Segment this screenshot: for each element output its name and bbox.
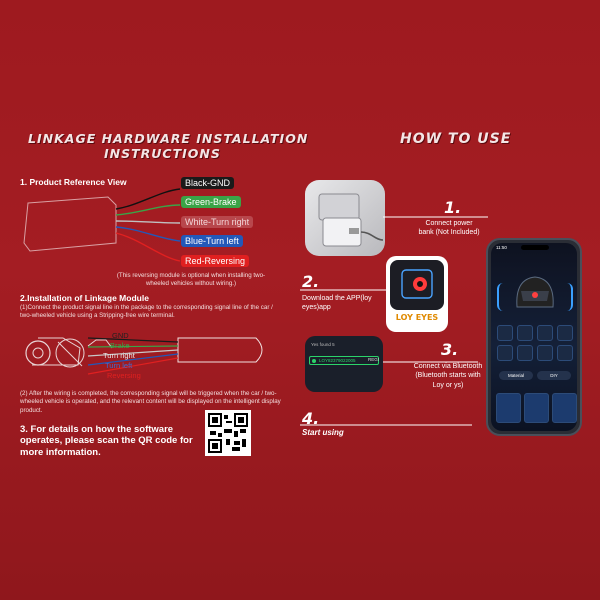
product-module-diagram [23, 188, 181, 262]
section2-heading: 2.Installation of Linkage Module [20, 293, 149, 303]
step3-connector [383, 361, 478, 363]
step1-connector [383, 216, 488, 218]
step3-text: Connect via Bluetooth (Bluetooth starts … [413, 363, 483, 389]
phone-bottom-card-2[interactable] [524, 393, 549, 423]
step4-number: 4. [302, 409, 320, 428]
section2-text: (1)Connect the product signal line in th… [20, 304, 273, 320]
step2-number: 2. [302, 272, 320, 291]
phone-tile-5[interactable] [497, 345, 513, 361]
diagram-label-turn-left: Turn left [105, 361, 133, 370]
left-title-line2: INSTRUCTIONS [104, 146, 221, 161]
step1-text: Connect power bank (Not Included) [418, 220, 480, 237]
app-name: LOY EYES [395, 313, 439, 322]
power-bank-icon [318, 193, 384, 247]
phone-tile-3[interactable] [537, 325, 553, 341]
wire-label-white: White-Turn right [181, 216, 254, 228]
phone-tile-8[interactable] [557, 345, 573, 361]
phone-tile-6[interactable] [517, 345, 533, 361]
phone-tile-7[interactable] [537, 345, 553, 361]
phone-gauge-left-icon [497, 283, 509, 311]
diagram-label-turn-right: Turn right [103, 351, 135, 360]
diagram-label-gnd: GND [112, 331, 129, 340]
phone-bottom-card-1[interactable] [496, 393, 521, 423]
left-title-line1: LINKAGE HARDWARE INSTALLATION [28, 131, 309, 146]
wire-label-blue: Blue-Turn left [181, 235, 243, 247]
wire-label-black: Black-GND [181, 177, 235, 189]
qr-code[interactable] [205, 410, 251, 456]
qr-code-icon [208, 413, 248, 453]
reversing-note: (This reversing module is optional when … [116, 272, 266, 288]
app-icon[interactable]: LOY EYES [386, 256, 448, 332]
section3-text: 3. For details on how the software opera… [20, 424, 193, 458]
step2-text: Download the APP(loy eyes)app [302, 295, 372, 312]
phone-gauge-right-icon [561, 283, 573, 311]
bluetooth-screen: Yes found 5 LOY82379022005 [305, 336, 383, 392]
right-title: HOW TO USE [400, 131, 512, 147]
phone-tile-2[interactable] [517, 325, 533, 341]
bt-regi-label: REGI [368, 357, 380, 362]
wire-label-red: Red-Reversing [181, 255, 250, 267]
bt-device-name: LOY82379022005 [319, 358, 356, 363]
bt-device-row[interactable]: LOY82379022005 [309, 356, 379, 365]
app-logo-icon [390, 260, 444, 310]
helmet-icon [511, 273, 559, 313]
bt-device-dot-icon [312, 359, 316, 363]
section1-heading: 1. Product Reference View [20, 177, 127, 187]
diagram-label-reversing: Reversing [107, 371, 141, 380]
step4-connector [300, 424, 472, 426]
step1-number: 1. [444, 198, 462, 217]
installation-diagram [25, 337, 263, 375]
phone-tile-1[interactable] [497, 325, 513, 341]
phone-notch [521, 245, 549, 250]
step2-connector [300, 289, 386, 291]
wire-label-green: Green-Brake [181, 196, 241, 208]
step3-number: 3. [441, 340, 459, 359]
phone-mockup: 11:50 Material DIY [486, 238, 582, 436]
diagram-label-brake: Brake [110, 341, 130, 350]
step4-text: Start using [302, 428, 344, 437]
phone-time: 11:50 [496, 245, 507, 250]
bt-search-status: Yes found 5 [311, 342, 335, 347]
phone-diy-button[interactable]: DIY [537, 371, 571, 380]
phone-screen: 11:50 Material DIY [491, 243, 577, 431]
phone-material-button[interactable]: Material [499, 371, 533, 380]
phone-bottom-card-3[interactable] [552, 393, 577, 423]
phone-tile-4[interactable] [557, 325, 573, 341]
power-bank-image [305, 180, 385, 256]
section2-text2: (2) After the wiring is completed, the c… [20, 390, 281, 414]
